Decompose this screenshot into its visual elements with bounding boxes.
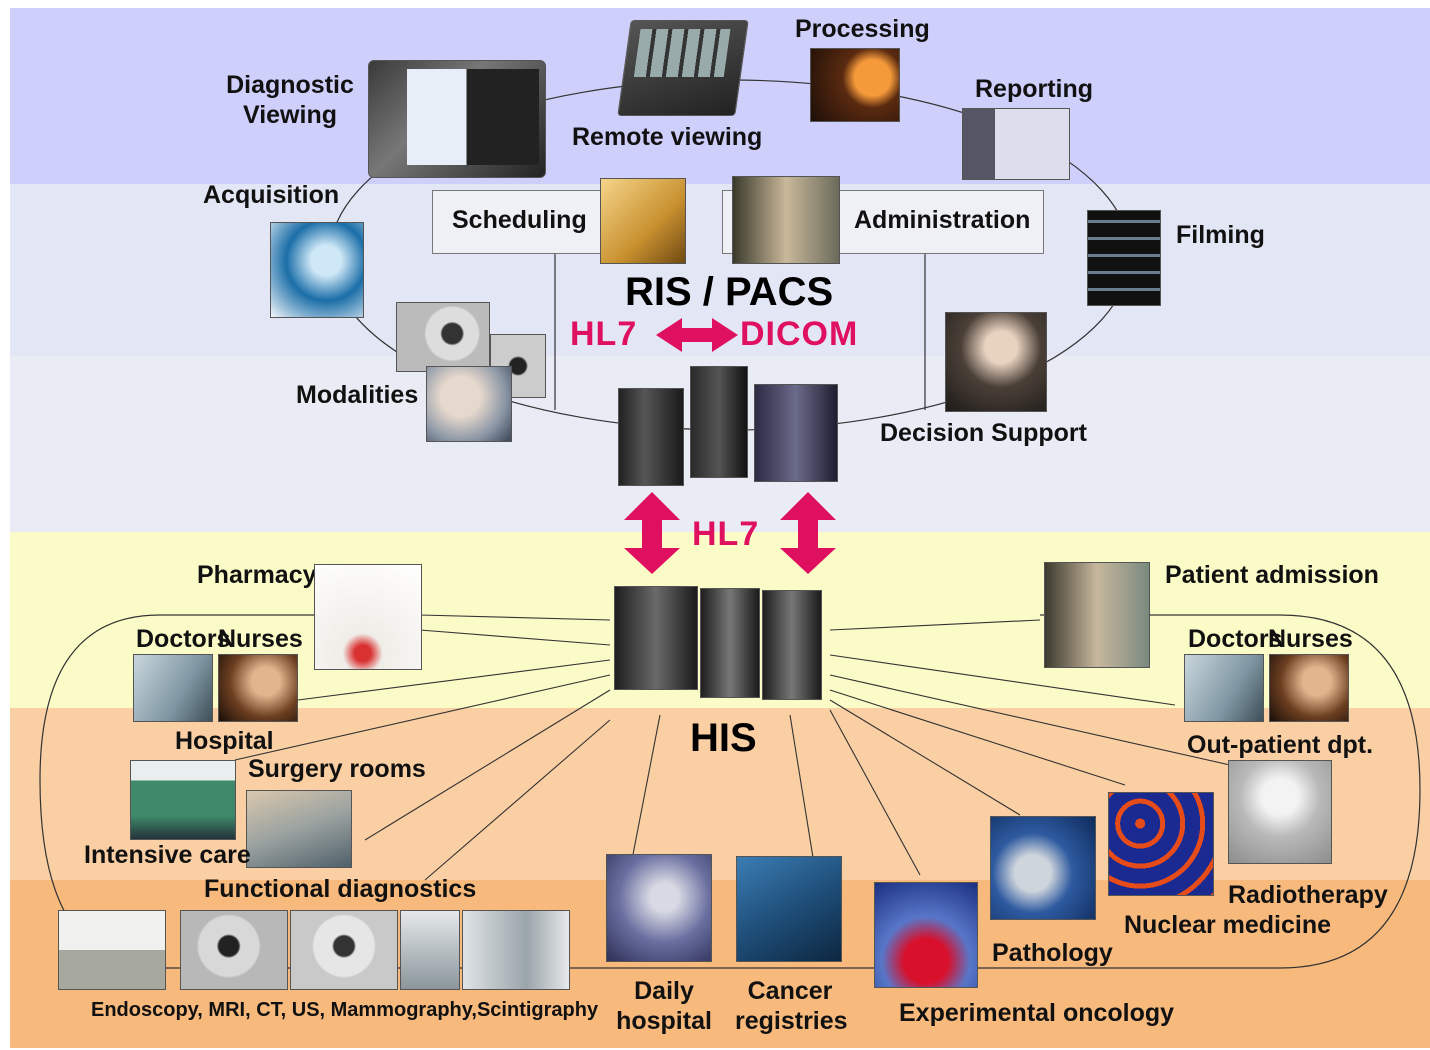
- surgery-rooms-label: Surgery rooms: [248, 755, 426, 783]
- nurses-left-label: Nurses: [218, 625, 303, 653]
- daily-hospital-image: [606, 854, 712, 962]
- diagnostic-viewing-label: Diagnostic Viewing: [226, 71, 354, 129]
- hl7-label: HL7: [570, 315, 638, 353]
- nurses-right-image: [1269, 654, 1349, 722]
- experimental-oncology-image: [874, 882, 978, 988]
- his-server-3-image: [762, 590, 822, 700]
- his-server-2-image: [700, 588, 760, 698]
- nurses-left-image: [218, 654, 298, 722]
- filming-image: [1087, 210, 1161, 306]
- remote-viewing-label: Remote viewing: [572, 123, 763, 151]
- pharmacy-image: [314, 564, 422, 670]
- endoscopy-modalities-label: Endoscopy, MRI, CT, US, Mammography,Scin…: [91, 999, 599, 1021]
- outpatient-label: Out-patient dpt.: [1187, 731, 1374, 759]
- reporting-label: Reporting: [975, 75, 1094, 103]
- reporting-image: [962, 108, 1070, 180]
- pathology-label: Pathology: [992, 939, 1113, 967]
- nuclear-medicine-image: [1108, 792, 1214, 896]
- acquisition-image: [270, 222, 364, 318]
- doctors-right-label: Doctors: [1188, 625, 1283, 653]
- doctors-right-image: [1184, 654, 1264, 722]
- hospital-label: Hospital: [175, 727, 274, 755]
- us-image: [400, 910, 460, 990]
- scheduling-label: Scheduling: [452, 206, 587, 234]
- administration-image: [732, 176, 840, 264]
- ris-server-3-image: [754, 384, 838, 482]
- pharmacy-label: Pharmacy: [197, 561, 317, 589]
- nuclear-medicine-label: Nuclear medicine: [1124, 911, 1332, 939]
- administration-label: Administration: [854, 206, 1031, 234]
- functional-diagnostics-label: Functional diagnostics: [204, 875, 477, 903]
- mammography-image: [462, 910, 570, 990]
- scheduling-image: [600, 178, 686, 264]
- ct-image: [290, 910, 398, 990]
- radiotherapy-image: [1228, 760, 1332, 864]
- his-server-1-image: [614, 586, 698, 690]
- mri-image: [180, 910, 288, 990]
- cancer-registries-image: [736, 856, 842, 962]
- acquisition-label: Acquisition: [203, 181, 340, 209]
- ris-server-2-image: [690, 366, 748, 478]
- decision-support-label: Decision Support: [880, 419, 1087, 447]
- ris-server-1-image: [618, 388, 684, 486]
- ris-pacs-title: RIS / PACS: [625, 270, 834, 314]
- nurses-right-label: Nurses: [1268, 625, 1353, 653]
- doctors-left-label: Doctors: [136, 625, 231, 653]
- dicom-label: DICOM: [740, 315, 859, 353]
- processing-image: [810, 48, 900, 122]
- intensive-care-image: [246, 790, 352, 868]
- experimental-oncology-label: Experimental oncology: [899, 999, 1175, 1027]
- decision-support-image: [945, 312, 1047, 412]
- radiotherapy-label: Radiotherapy: [1228, 881, 1388, 909]
- his-title: HIS: [690, 716, 757, 760]
- patient-admission-image: [1044, 562, 1150, 668]
- pathology-image: [990, 816, 1096, 920]
- patient-admission-label: Patient admission: [1165, 561, 1379, 589]
- daily-hospital-label: Daily hospital: [616, 977, 712, 1035]
- intensive-care-label: Intensive care: [84, 841, 251, 869]
- surgery-image: [130, 760, 236, 840]
- modalities-label: Modalities: [296, 381, 419, 409]
- filming-label: Filming: [1176, 221, 1265, 249]
- processing-label: Processing: [795, 15, 930, 43]
- modality-ct-image: [396, 302, 490, 372]
- diagnostic-viewing-workstation-image: [368, 60, 546, 178]
- doctors-left-image: [133, 654, 213, 722]
- hl7-link-label: HL7: [692, 515, 760, 553]
- endoscopy-image: [58, 910, 166, 990]
- cancer-registries-label: Cancer registries: [735, 977, 848, 1035]
- remote-viewing-laptop-image: [617, 20, 749, 116]
- modality-patient-image: [426, 366, 512, 442]
